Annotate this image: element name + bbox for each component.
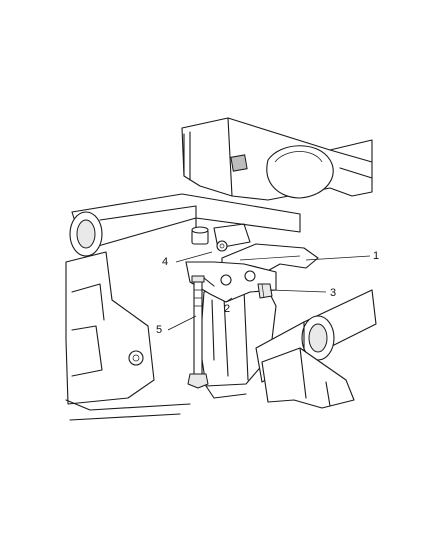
part-5-bolt (187, 275, 209, 389)
callout-4: 4 (162, 256, 169, 268)
callout-5: 5 (156, 324, 163, 336)
part-3-nut (257, 283, 273, 299)
callout-2: 2 (224, 303, 231, 315)
upper-crossmember (181, 117, 373, 201)
frame-body-left (65, 251, 191, 421)
frame-rail-left (69, 193, 301, 257)
leader-lines (167, 251, 371, 331)
rear-bracket-right (261, 347, 355, 409)
part-4-bushing (191, 223, 251, 252)
callout-3: 3 (330, 287, 337, 299)
callout-1: 1 (373, 250, 380, 262)
